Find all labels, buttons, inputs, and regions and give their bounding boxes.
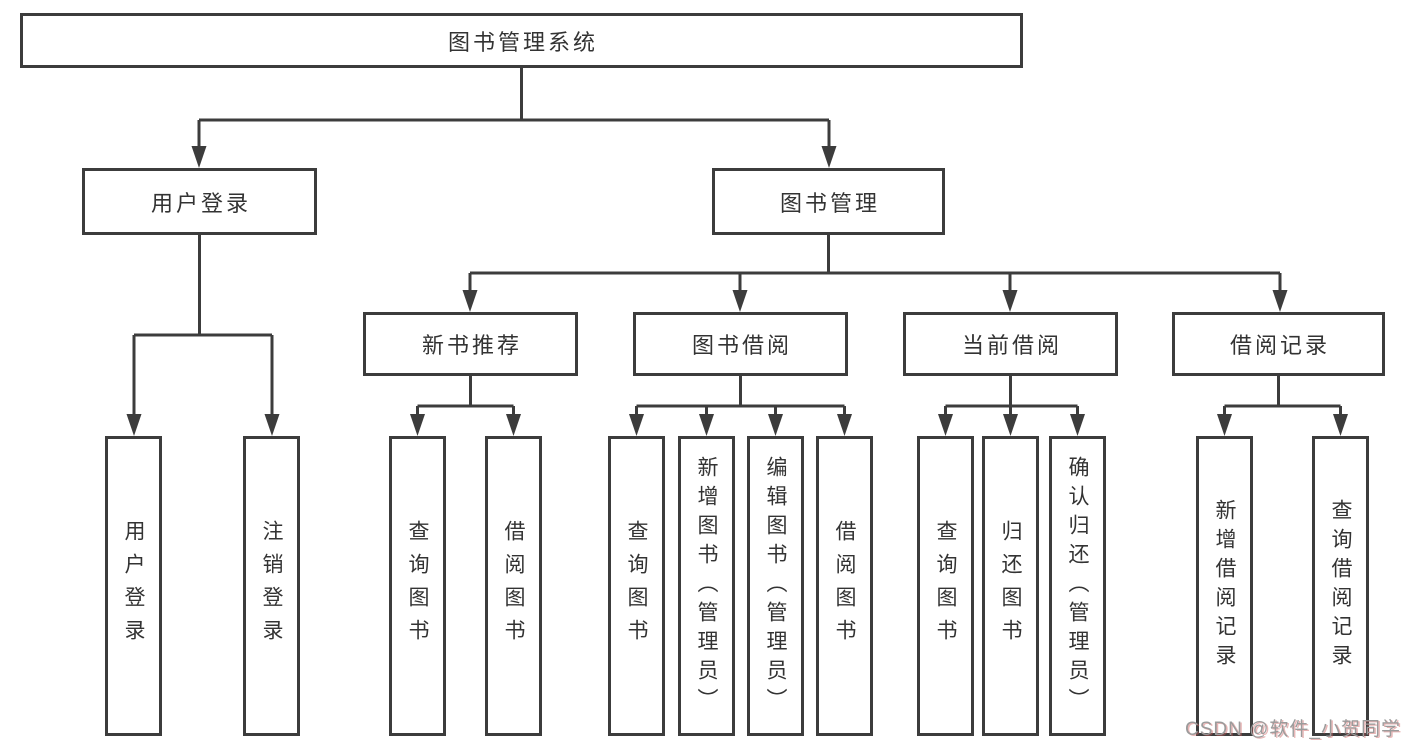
node-new-book-recommend: 新书推荐 [363, 312, 578, 376]
node-current-borrowing-label: 当前借阅 [961, 333, 1062, 358]
leaf-borrow-books-recommend-label: 借阅图书 [502, 520, 525, 652]
node-book-borrowing-label: 图书借阅 [691, 333, 792, 358]
leaf-query-books-recommend-label: 查询图书 [406, 520, 429, 652]
node-user-login: 用户登录 [82, 168, 317, 235]
leaf-borrow-books-borrowing: 借阅图书 [816, 436, 873, 736]
leaf-query-books-recommend: 查询图书 [389, 436, 446, 736]
leaf-return-books: 归还图书 [982, 436, 1039, 736]
node-book-borrowing: 图书借阅 [633, 312, 848, 376]
leaf-add-borrow-record: 新增借阅记录 [1196, 436, 1253, 736]
leaf-logout-label: 注销登录 [260, 520, 283, 652]
connector-path [134, 68, 1341, 408]
leaf-logout: 注销登录 [243, 436, 300, 736]
leaf-query-borrow-record: 查询借阅记录 [1312, 436, 1369, 736]
node-book-management-label: 图书管理 [779, 190, 880, 216]
leaf-query-books-borrowing: 查询图书 [608, 436, 665, 736]
leaf-confirm-return-admin-label: 确认归还（管理员） [1066, 455, 1089, 717]
leaf-add-book-admin: 新增图书（管理员） [678, 436, 735, 736]
node-root: 图书管理系统 [20, 13, 1023, 68]
node-book-management: 图书管理 [712, 168, 945, 235]
csdn-watermark: CSDN @软件_小贺同学 [1185, 719, 1401, 740]
leaf-add-book-admin-label: 新增图书（管理员） [695, 455, 718, 717]
node-user-login-label: 用户登录 [150, 190, 251, 216]
leaf-borrow-books-recommend: 借阅图书 [485, 436, 542, 736]
node-new-book-recommend-label: 新书推荐 [421, 333, 522, 358]
leaf-user-login: 用户登录 [105, 436, 162, 736]
leaf-return-books-label: 归还图书 [999, 520, 1022, 652]
node-current-borrowing: 当前借阅 [903, 312, 1118, 376]
leaf-query-books-current: 查询图书 [917, 436, 974, 736]
leaf-borrow-books-borrowing-label: 借阅图书 [833, 520, 856, 652]
leaf-query-borrow-record-label: 查询借阅记录 [1329, 499, 1352, 673]
node-borrowing-records-label: 借阅记录 [1229, 333, 1330, 358]
leaf-confirm-return-admin: 确认归还（管理员） [1049, 436, 1106, 736]
leaf-add-borrow-record-label: 新增借阅记录 [1213, 499, 1236, 673]
node-root-label: 图书管理系统 [447, 29, 598, 55]
leaf-edit-book-admin: 编辑图书（管理员） [747, 436, 804, 736]
node-borrowing-records: 借阅记录 [1172, 312, 1385, 376]
leaf-edit-book-admin-label: 编辑图书（管理员） [764, 455, 787, 717]
leaf-query-books-current-label: 查询图书 [934, 520, 957, 652]
leaf-query-books-borrowing-label: 查询图书 [625, 520, 648, 652]
leaf-user-login-label: 用户登录 [122, 520, 145, 652]
